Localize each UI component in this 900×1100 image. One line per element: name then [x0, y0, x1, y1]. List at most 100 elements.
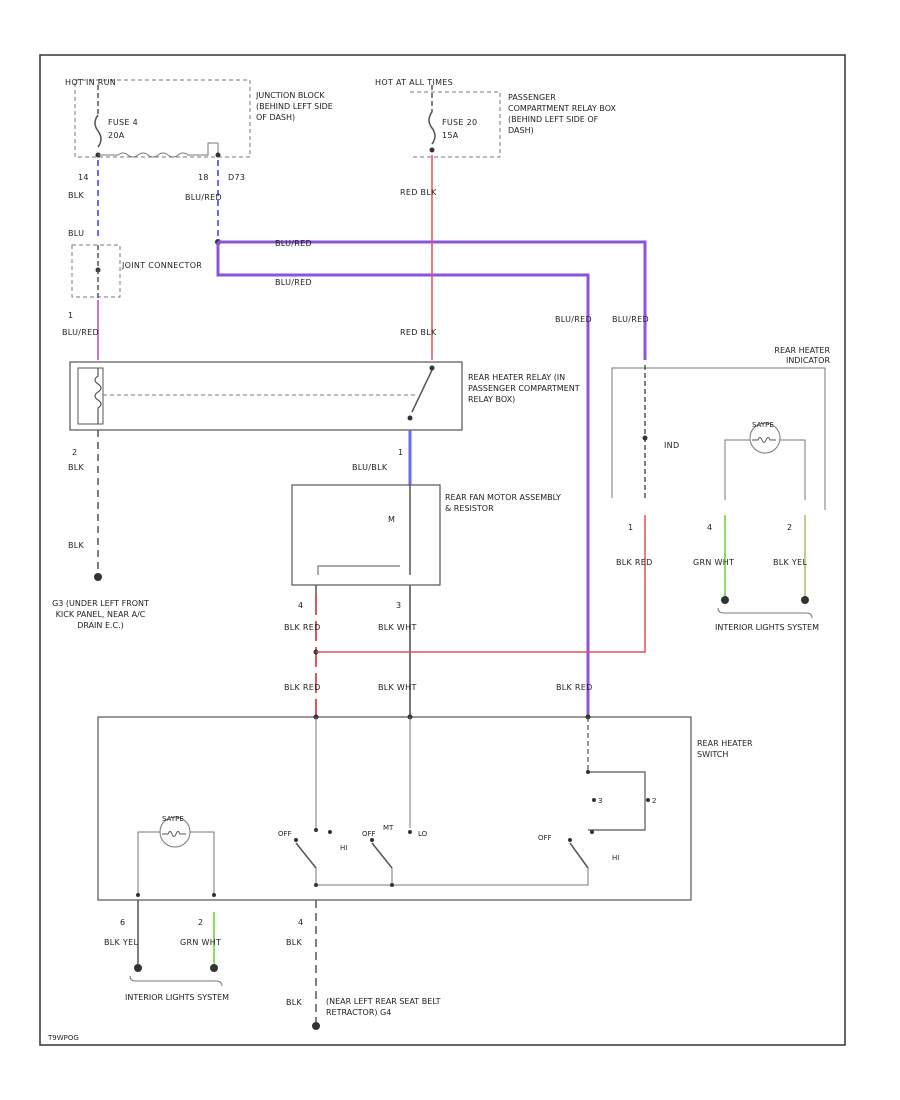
pin-6-label-bottom: 6 — [120, 918, 125, 927]
switch-bus-node-1 — [314, 883, 318, 887]
left-bulb-node-2 — [212, 893, 216, 897]
interior-lights-bottom-label: INTERIOR LIGHTS SYSTEM — [124, 993, 230, 1002]
rear-heater-switch-label: REAR HEATER SWITCH — [697, 739, 753, 759]
hot-in-run-label: HOT IN RUN — [65, 78, 116, 87]
relay-contact-bottom — [407, 415, 413, 421]
switch-contact-a — [294, 838, 298, 842]
junction-block-label: JUNCTION BLOCK (BEHIND LEFT SIDE OF DASH… — [256, 91, 333, 122]
junction-block-box — [74, 79, 251, 158]
relay-coil-box — [77, 367, 104, 425]
pin-4-label-right: 4 — [707, 523, 712, 532]
relay-coil — [94, 368, 102, 424]
interior-lights-right-label: INTERIOR LIGHTS SYSTEM — [714, 623, 820, 632]
wire-blk-yel-label-bottom: BLK YEL — [104, 938, 138, 947]
pin-2-label-bottom: 2 — [198, 918, 203, 927]
switch-pin-3-label: 3 — [598, 797, 602, 805]
wire-red-blk-label-top: RED BLK — [400, 188, 437, 197]
wire-blu-blk-label: BLU/BLK — [352, 463, 388, 472]
rear-fan-motor-box — [291, 484, 441, 586]
right-bulb-label: SAYPE — [752, 421, 774, 429]
switch-hi-label-2: HI — [612, 854, 619, 862]
relay-box-outline — [410, 91, 501, 158]
wire-blk-red-label-switch: BLK RED — [556, 683, 593, 692]
pin-1-label-fan: 1 — [398, 448, 403, 457]
indicator-led-node — [642, 435, 648, 441]
ind-label: IND — [664, 441, 679, 450]
wire-blk-red-label-2: BLK RED — [284, 683, 321, 692]
interior-lights-right-brace — [717, 607, 813, 619]
switch-contact-e — [408, 830, 412, 834]
junction-node-right — [215, 152, 221, 158]
switch-off-label-3: OFF — [538, 834, 552, 842]
ground-g4-label: (NEAR LEFT REAR SEAT BELT RETRACTOR) G4 — [326, 997, 441, 1017]
interior-lights-bottom-brace — [129, 975, 223, 987]
left-bulb-label: SAYPE — [162, 815, 184, 823]
fuse20-amp-label: 15A — [442, 131, 459, 140]
wire-blk-red-label-1: BLK RED — [284, 623, 321, 632]
pin-2-label-right: 2 — [787, 523, 792, 532]
fuse20-node — [429, 147, 435, 153]
wire-blu-red-label-left: BLU/RED — [62, 328, 99, 337]
wire-blk-yel-label-right: BLK YEL — [773, 558, 807, 567]
switch-bus-node-2 — [390, 883, 394, 887]
fuse20-label: FUSE 20 — [442, 118, 477, 127]
wire-grn-wht-label-bottom: GRN WHT — [180, 938, 221, 947]
diagram-frame — [39, 54, 846, 1046]
diagram-code: T9WPOG — [47, 1034, 79, 1042]
switch-contact-f — [568, 838, 572, 842]
wire-blu-red-lower — [216, 242, 590, 715]
pin-3-label-fan: 3 — [396, 601, 401, 610]
pin-2-label-relay: 2 — [72, 448, 77, 457]
switch-off-label-2: OFF — [362, 830, 376, 838]
fuse20-symbol — [428, 111, 436, 145]
ground-g4-symbol — [312, 1022, 320, 1030]
pin-18-label: 18 — [198, 173, 209, 182]
joint-connector-label: JOINT CONNECTOR — [121, 261, 202, 270]
switch-contact-d — [370, 838, 374, 842]
wire-blu-red-label-right-1: BLU/RED — [555, 315, 592, 324]
switch-lo-label: LO — [418, 830, 428, 838]
switch-blade-1 — [295, 842, 317, 869]
switch-diode-2 — [646, 798, 650, 802]
switch-internal-loop — [588, 771, 646, 831]
switch-contact-g — [590, 830, 594, 834]
relay-box-label: PASSENGER COMPARTMENT RELAY BOX (BEHIND … — [508, 93, 616, 135]
left-bulb-filament — [162, 831, 186, 837]
left-bulb-node-1 — [136, 893, 140, 897]
wire-blk-wht-label-1: BLK WHT — [378, 623, 417, 632]
switch-blade-3 — [569, 842, 589, 869]
rear-fan-motor-label: REAR FAN MOTOR ASSEMBLY & RESISTOR — [445, 493, 561, 513]
rear-heater-switch-box — [97, 716, 692, 901]
wire-blk-red-indicator-feed — [316, 515, 646, 653]
wire-blk-red-label-ind: BLK RED — [616, 558, 653, 567]
wire-blk-wht-label-2: BLK WHT — [378, 683, 417, 692]
switch-hi-label-1: HI — [340, 844, 347, 852]
fan-motor-m-label: M — [388, 515, 395, 524]
d73-label: D73 — [228, 173, 245, 182]
switch-blade-2 — [371, 842, 393, 869]
wire-blk-label-g4-1: BLK — [286, 938, 303, 947]
switch-contact-c — [328, 830, 332, 834]
wire-red-blk-label-bottom: RED BLK — [400, 328, 437, 337]
rear-heater-relay-label: REAR HEATER RELAY (IN PASSENGER COMPARTM… — [468, 373, 580, 404]
junction-bus — [98, 142, 219, 158]
pin-4-label-g4: 4 — [298, 918, 303, 927]
switch-diode-1 — [592, 798, 596, 802]
ground-g3-label: G3 (UNDER LEFT FRONT KICK PANEL, NEAR A/… — [52, 599, 149, 630]
wire-blu-red-label-upper: BLU/RED — [275, 239, 312, 248]
joint-connector-box — [71, 244, 121, 298]
wire-blk-label-1: BLK — [68, 191, 85, 200]
fuse4-symbol — [94, 114, 102, 148]
wire-blk-label-g4-2: BLK — [286, 998, 303, 1007]
wire-blk-label-ground: BLK — [68, 541, 85, 550]
right-bulb-filament — [752, 437, 776, 443]
pin-14-label: 14 — [78, 173, 89, 182]
right-bulb-icon — [749, 422, 781, 454]
pin-1-label-joint: 1 — [68, 311, 73, 320]
switch-mt-label: MT — [383, 824, 394, 832]
rear-heater-indicator-label: REAR HEATER INDICATOR — [774, 346, 830, 365]
wire-blu-red-label-18: BLU/RED — [185, 193, 222, 202]
wire-blu-red-label-right-2: BLU/RED — [612, 315, 649, 324]
bottom-connector-node-1 — [134, 964, 142, 972]
